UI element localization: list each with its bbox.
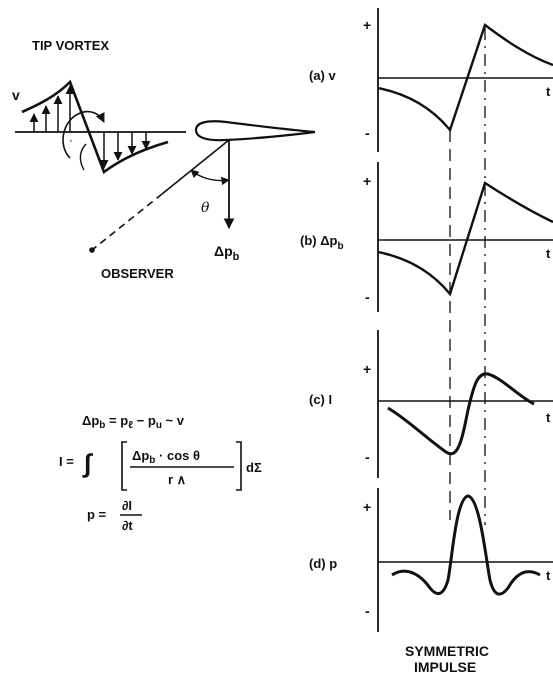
integral-sign: ∫ [82,448,93,478]
svg-text:t: t [546,246,551,261]
panel-a-label: (a) v [309,68,337,83]
svg-text:-: - [365,449,370,465]
vortex-sketch: ʹ [15,79,186,175]
equation-i-num: Δpb · cos θ [132,448,200,466]
svg-text:t: t [546,410,551,425]
equation-p-lhs: p = [87,507,107,522]
curve-c [387,372,535,456]
tip-vortex-title: TIP VORTEX [32,38,109,53]
equation-i-den: r ∧ [168,472,186,487]
observer-dot [89,247,95,253]
equation-i-lhs: I = [59,454,74,469]
curve-a [377,23,553,133]
equation-p-num: ∂I [122,498,132,513]
svg-text:+: + [363,173,371,189]
observer-label: OBSERVER [101,266,174,281]
rotation-arrow [62,110,105,159]
bracket-left [121,441,127,491]
equation-p-den: ∂t [122,518,133,533]
panels: + - + - + - + - t t t t (a) v (b) Δpb (c… [300,8,553,632]
airfoil-shape [194,120,316,142]
curve-b [377,181,553,297]
dpb-label: Δpb [214,243,240,263]
svg-text:+: + [363,361,371,377]
svg-text:t: t [546,568,551,583]
caption-line-1: SYMMETRIC [405,643,489,659]
svg-text:t: t [546,84,551,99]
svg-text:+: + [363,499,371,515]
svg-text:-: - [365,125,370,141]
equations: Δpb = pℓ − pu ~ v I = ∫ Δpb · cos θ r ∧ … [59,413,262,533]
bracket-right [236,441,242,491]
theta-arc [190,169,230,186]
svg-text:-: - [365,289,370,305]
velocity-profile [21,79,169,175]
panel-c-label: (c) I [309,392,332,407]
theta-label: θ [201,200,210,216]
panel-d-label: (d) p [309,556,337,571]
v-label: v [12,87,20,103]
observer-ray-dashed [91,193,163,251]
equation-dpb: Δpb = pℓ − pu ~ v [82,413,185,431]
svg-text:+: + [363,17,371,33]
curve-d [391,494,541,596]
svg-text:ʹ: ʹ [70,139,72,150]
observer-ray [161,139,230,195]
svg-text:-: - [365,603,370,619]
equation-i-tail: dΣ [246,460,262,475]
caption-line-2: IMPULSE [414,659,476,675]
panel-b-label: (b) Δpb [300,233,344,252]
